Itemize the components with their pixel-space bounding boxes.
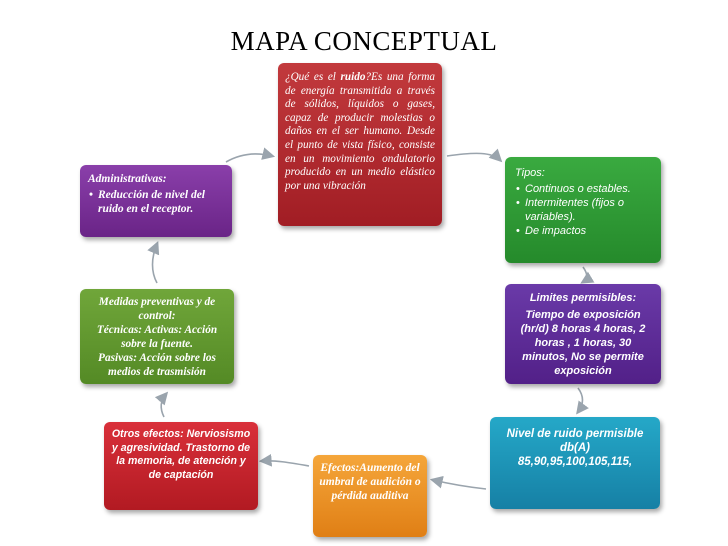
page-title: MAPA CONCEPTUAL — [230, 26, 498, 56]
arrow-admin-to-center — [225, 147, 276, 163]
center-question-suffix: ? — [365, 71, 372, 83]
center-definition: Es una forma de energía transmitida a tr… — [285, 71, 435, 192]
node-medidas-preventivas: Medidas preventivas y de control: Técnic… — [80, 289, 234, 384]
center-question-word: ruido — [340, 71, 366, 83]
arrow-limites-to-nivel — [576, 387, 589, 415]
medidas-heading: Medidas preventivas y de control: — [98, 296, 216, 322]
arrow-otros-to-medidas — [154, 391, 169, 418]
medidas-pasivas: Pasivas: Acción sobre los medios de tras… — [98, 352, 216, 378]
arrow-medidas-to-admin — [147, 241, 160, 284]
tipos-heading: Tipos: — [515, 167, 545, 179]
tipos-item: Intermitentes (fijos o variables). — [516, 196, 651, 224]
node-administrativas: Administrativas: Reducción de nivel del … — [80, 165, 232, 237]
node-otros-efectos: Otros efectos: Nerviosismo y agresividad… — [104, 422, 258, 510]
tipos-list: Continuos o estables. Intermitentes (fij… — [515, 182, 651, 238]
node-efectos: Efectos:Aumento del umbral de audición o… — [313, 455, 427, 537]
admin-list: Reducción de nivel del ruido en el recep… — [88, 188, 224, 216]
nivel-heading: Nivel de ruido permisible db(A) — [506, 428, 644, 454]
node-limites-permisibles: Limites permisibles: Tiempo de exposició… — [505, 284, 661, 384]
node-nivel-de-ruido: Nivel de ruido permisible db(A) 85,90,95… — [490, 417, 660, 509]
node-tipos: Tipos: Continuos o estables. Intermitent… — [505, 157, 661, 263]
center-question-prefix: ¿Qué es el — [285, 71, 341, 83]
center-node-ruido: ¿Qué es el ruido?Es una forma de energía… — [278, 63, 442, 226]
limites-heading: Limites permisibles: — [529, 292, 637, 304]
medidas-tecnicas: Técnicas: Activas: Acción sobre la fuent… — [96, 324, 218, 350]
arrow-center-to-tipos — [446, 148, 503, 163]
limites-body: Tiempo de exposición (hr/d) 8 horas 4 ho… — [520, 309, 646, 377]
nivel-values: 85,90,95,100,105,115, — [517, 456, 633, 468]
arrow-efectos-to-otros — [258, 453, 310, 467]
otros-text: Otros efectos: Nerviosismo y agresividad… — [111, 428, 251, 481]
arrow-nivel-to-efectos — [429, 475, 487, 490]
admin-heading: Administrativas: — [88, 173, 167, 185]
arrow-tipos-to-limites — [580, 266, 595, 284]
efectos-text: Efectos:Aumento del umbral de audición o… — [319, 462, 421, 502]
tipos-item: Continuos o estables. — [516, 182, 651, 196]
tipos-item: De impactos — [516, 224, 651, 238]
admin-item: Reducción de nivel del ruido en el recep… — [89, 188, 224, 216]
